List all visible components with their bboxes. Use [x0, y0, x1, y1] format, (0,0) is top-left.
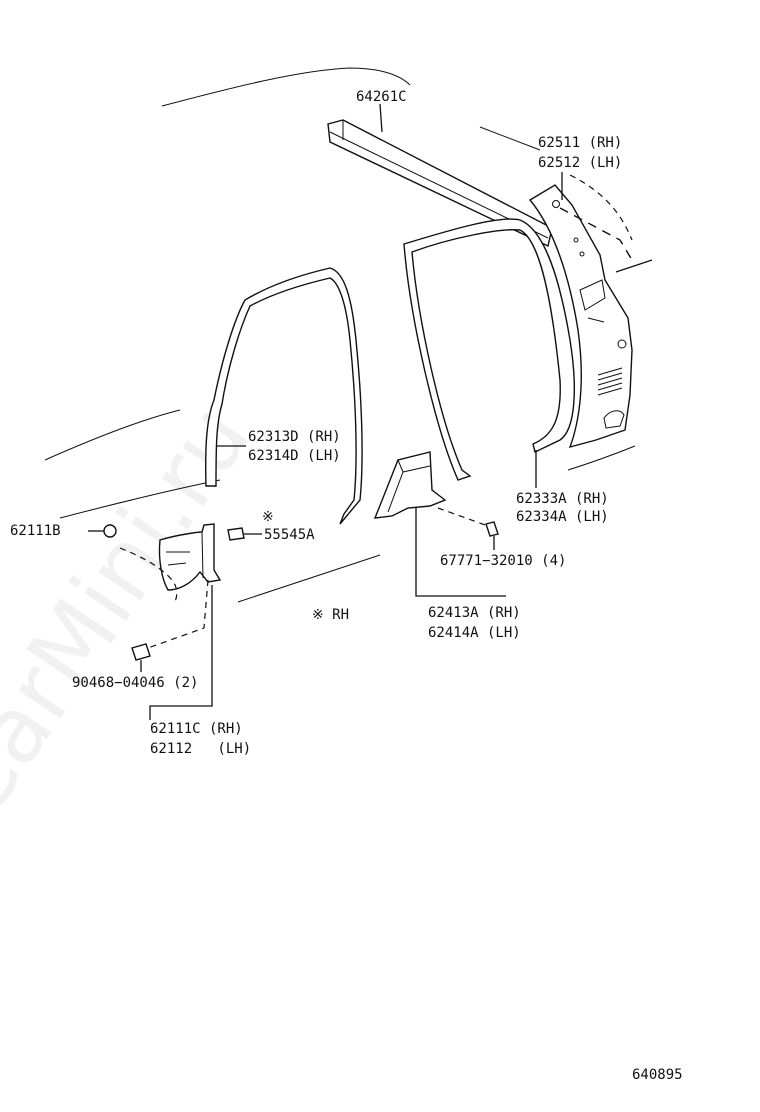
leader-64261C	[379, 103, 383, 133]
quarter-trim-62511	[528, 184, 633, 449]
body-outline-mid	[59, 479, 221, 519]
label-62413A-rh: 62413A (RH)	[428, 605, 521, 621]
label-62334A-lh: 62334A (LH)	[516, 509, 609, 525]
body-outline-left	[44, 409, 181, 461]
front-garnish-guide-left	[119, 547, 178, 605]
clip-90468	[131, 643, 151, 672]
clip-67771	[485, 521, 499, 550]
rear-door-weatherstrip-62333A	[403, 218, 576, 481]
label-62414A-lh: 62414A (LH)	[428, 625, 521, 641]
label-62314D-lh: 62314D (LH)	[248, 448, 341, 464]
label-62313D-rh: 62313D (RH)	[248, 429, 341, 445]
label-62333A-rh: 62333A (RH)	[516, 491, 609, 507]
connector-55545A	[227, 527, 262, 541]
leader-62111C	[149, 585, 213, 720]
label-55545A: 55545A	[264, 527, 315, 543]
leader-62413A	[415, 508, 506, 597]
label-62111B: 62111B	[10, 523, 61, 539]
quarter-trim-clip-guide	[559, 207, 633, 261]
roof-outline	[161, 67, 411, 107]
label-62111C-rh: 62111C (RH)	[150, 721, 243, 737]
front-garnish-guide-down	[147, 579, 209, 649]
label-90468: 90468−04046 (2)	[72, 675, 199, 691]
front-door-weatherstrip-62313D	[204, 267, 363, 525]
label-67771: 67771−32010 (4)	[440, 553, 567, 569]
garnish-clip-guide	[437, 507, 489, 527]
label-64261C: 64261C	[356, 89, 407, 105]
center-pillar-garnish-62413A	[373, 451, 447, 519]
label-62112-lh: 62112 (LH)	[150, 741, 252, 757]
label-62511-rh: 62511 (RH)	[538, 135, 623, 151]
asterisk-55545A: ※	[262, 509, 274, 525]
body-outline-quarter	[569, 174, 633, 241]
front-pillar-garnish-62111C	[158, 523, 222, 591]
body-outline-lower	[237, 554, 381, 603]
body-outline-top-right	[479, 126, 541, 151]
quarter-trim-edge	[615, 259, 653, 273]
diagram-id: 640895	[632, 1067, 683, 1083]
label-62512-lh: 62512 (LH)	[538, 155, 623, 171]
body-outline-right	[567, 445, 636, 471]
rh-note: ※ RH	[312, 607, 350, 623]
clip-62111B	[88, 524, 117, 538]
